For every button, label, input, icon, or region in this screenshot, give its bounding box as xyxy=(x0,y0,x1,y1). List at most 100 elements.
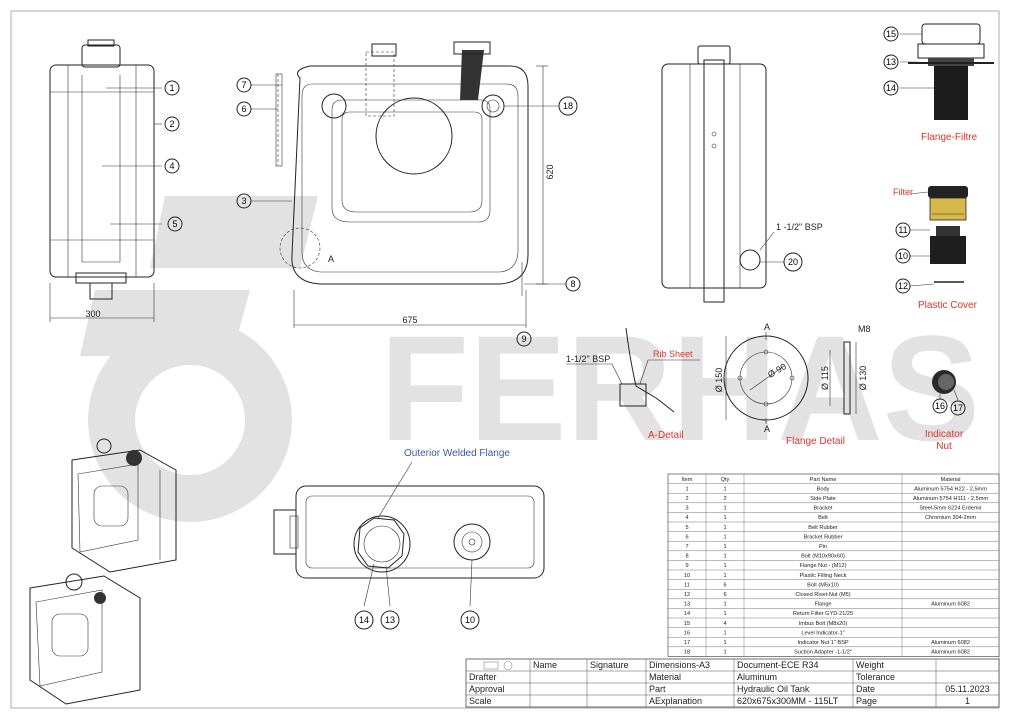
bom-cell: Plastic Filling Neck xyxy=(800,573,847,579)
dim-height-620: 620 xyxy=(545,164,555,179)
dim-width-300: 300 xyxy=(85,309,100,319)
bom-cell: 1 xyxy=(723,602,726,608)
bom-cell: 1 xyxy=(723,640,726,646)
bom-cell: 16 xyxy=(684,630,690,636)
section-mark-a-bottom: A xyxy=(764,424,770,434)
bom-cell: 7 xyxy=(685,544,688,550)
dim-d115: Ø 115 xyxy=(820,366,830,390)
bom-header-cell: Material xyxy=(941,477,961,483)
dim-d130: Ø 130 xyxy=(858,366,868,391)
title-block-cell: Material xyxy=(649,672,681,682)
bom-cell: 3 xyxy=(685,506,688,512)
bom-cell: Level Indicator-1" xyxy=(801,630,844,636)
bom-cell: 9 xyxy=(685,563,688,569)
sheet-border xyxy=(10,10,1000,709)
bom-cell: Bracket xyxy=(814,506,833,512)
balloon: 9 xyxy=(521,334,526,344)
flange-filtre-assembly xyxy=(900,23,994,120)
title-block-cell: AExplanation xyxy=(649,696,702,706)
label-plastic-cover: Plastic Cover xyxy=(918,300,978,311)
bom-cell: Pin xyxy=(819,544,827,550)
bom-cell: 4 xyxy=(723,621,726,627)
bom-cell: 2 xyxy=(685,496,688,502)
bom-cell: 1 xyxy=(723,486,726,492)
title-block-cell: Tolerance xyxy=(856,672,895,682)
bom-cell: 6 xyxy=(723,582,726,588)
title-block-cell: Weight xyxy=(856,660,884,670)
plastic-cover-assembly xyxy=(909,186,968,287)
bom-cell: 1 xyxy=(723,534,726,540)
title-block-cell: 05.11.2023 xyxy=(945,684,989,694)
bom-cell: 12 xyxy=(684,592,690,598)
title-block-cell: Dimensions-A3 xyxy=(649,660,710,670)
bom-cell: Side Plate xyxy=(810,496,836,502)
bom-cell: Aluminum 5754 H111 - 2,5mm xyxy=(913,496,988,502)
isometric-view-bottom xyxy=(29,573,141,705)
bom-cell: Belt xyxy=(818,515,828,521)
bom-cell: 6 xyxy=(723,592,726,598)
label-flange-filtre: Flange-Filtre xyxy=(921,132,978,143)
bom-cell: 10 xyxy=(684,573,690,579)
bom-cell: 1 xyxy=(723,630,726,636)
bom-cell: Aluminum 6082 xyxy=(931,640,970,646)
side-view xyxy=(275,41,548,328)
label-outerior-welded-flange: Outerior Welded Flange xyxy=(404,448,510,459)
title-block-cell: Hydraulic Oil Tank xyxy=(737,684,810,694)
bom-cell: Belt Rubber xyxy=(808,525,838,531)
balloon: 1 xyxy=(169,83,174,93)
bom-cell: Imbus Bolt (M8x20) xyxy=(799,621,848,627)
balloon: 10 xyxy=(465,615,475,625)
bom-cell: 1 xyxy=(723,573,726,579)
detail-a-mark: A xyxy=(328,254,334,264)
title-block-cell: Page xyxy=(856,696,877,706)
dim-m8: M8 xyxy=(858,324,871,334)
label-flange-detail: Flange Detail xyxy=(786,436,845,447)
bom-cell: 14 xyxy=(684,611,690,617)
right-view xyxy=(661,45,784,303)
bom-cell: Flange xyxy=(814,602,831,608)
bom-cell: 1 xyxy=(685,486,688,492)
bom-cell: 1 xyxy=(723,563,726,569)
balloon: 4 xyxy=(169,161,174,171)
label-indicator-line1: Indicator xyxy=(925,429,964,440)
title-block-cell: Signature xyxy=(590,660,629,670)
bom-cell: 1 xyxy=(723,515,726,521)
bom-cell: Body xyxy=(817,486,830,492)
title-block-cell: Scale xyxy=(469,696,492,706)
bom-cell: 5 xyxy=(685,525,688,531)
bom-cell: 11 xyxy=(684,582,690,588)
bom-cell: Indicator Nut 1" BSP xyxy=(797,640,848,646)
title-block-cell: Part xyxy=(649,684,666,694)
bom-cell: Bolt (M5x10) xyxy=(807,582,839,588)
bom-cell: Flange Nut - (M12) xyxy=(800,563,847,569)
title-block-cell: Name xyxy=(533,660,557,670)
top-view xyxy=(273,461,545,607)
bom-cell: Aluminum 6082 xyxy=(931,602,970,608)
balloon: 13 xyxy=(385,615,395,625)
bom-cell: 6 xyxy=(685,534,688,540)
dim-d150: Ø 150 xyxy=(714,368,724,393)
bom-cell: Bolt (M10x90x60) xyxy=(801,554,845,560)
bom-cell: 1 xyxy=(723,544,726,550)
bom-cell: 17 xyxy=(684,640,690,646)
balloon: 6 xyxy=(241,104,246,114)
balloon: 15 xyxy=(886,29,896,39)
balloon: 3 xyxy=(241,196,246,206)
label-detail-bsp: 1-1/2" BSP xyxy=(566,354,610,364)
label-a-detail: A-Detail xyxy=(648,430,684,441)
watermark-logo xyxy=(80,196,318,522)
bom-cell: Bracket Rubber xyxy=(804,534,843,540)
bom-header-cell: Qty xyxy=(721,477,730,483)
bom-cell: 8 xyxy=(685,554,688,560)
projection-symbol-icon xyxy=(483,661,499,670)
label-rib-sheet: Rib Sheet xyxy=(653,349,693,359)
balloon: 13 xyxy=(886,57,896,67)
bom-cell: Return Filter GYD-21/25 xyxy=(793,611,853,617)
bom-cell: 15 xyxy=(684,621,690,627)
part-balloons: 1 2 4 5 7 6 3 18 8 9 15 13 14 11 10 12 1… xyxy=(164,26,966,630)
balloon: 7 xyxy=(241,80,246,90)
balloon: 11 xyxy=(898,225,907,235)
